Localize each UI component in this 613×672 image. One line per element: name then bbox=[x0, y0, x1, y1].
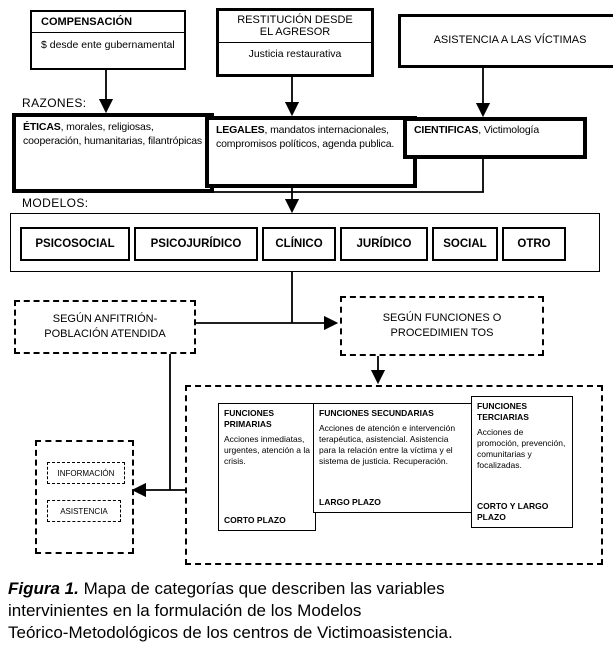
razones-label: RAZONES: bbox=[22, 96, 87, 110]
funciones-terciarias-body: Acciones de promoción, prevención, comun… bbox=[477, 427, 566, 471]
modelos-label: MODELOS: bbox=[22, 196, 89, 210]
servicios-frame bbox=[35, 440, 134, 554]
funciones-primarias-plazo: CORTO PLAZO bbox=[224, 514, 286, 525]
razon-eticas: ÉTICAS, morales, religiosas, cooperación… bbox=[12, 113, 214, 193]
restitucion-title: RESTITUCIÓN DESDE EL AGRESOR bbox=[219, 11, 371, 43]
model-clinico: CLÍNICO bbox=[262, 227, 336, 261]
funciones-secundarias-body: Acciones de atención e intervención tera… bbox=[319, 423, 456, 467]
branch-anfitrion-poblacion: SEGÚN ANFITRIÓN- POBLACIÓN ATENDIDA bbox=[14, 300, 196, 354]
asistencia-victimas-title: ASISTENCIA A LAS VÍCTIMAS bbox=[433, 34, 587, 47]
razon-eticas-text: , morales, religiosas, cooperación, huma… bbox=[23, 121, 203, 147]
funciones-secundarias-box: FUNCIONES SECUNDARIAS Acciones de atenci… bbox=[313, 403, 473, 513]
box-compensacion: COMPENSACIÓN $ desde ente gubernamental bbox=[30, 10, 186, 70]
model-social: SOCIAL bbox=[432, 227, 498, 261]
figure-caption: Figura 1. Mapa de categorías que describ… bbox=[8, 578, 606, 643]
compensacion-subtitle: $ desde ente gubernamental bbox=[41, 39, 175, 51]
funciones-secundarias-title: FUNCIONES SECUNDARIAS bbox=[319, 408, 434, 418]
razon-legales: LEGALES, mandatos internacionales, compr… bbox=[205, 116, 417, 188]
model-juridico: JURÍDICO bbox=[340, 227, 428, 261]
model-psicojuridico: PSICOJURÍDICO bbox=[134, 227, 258, 261]
funciones-terciarias-plazo: CORTO Y LARGO PLAZO bbox=[477, 500, 549, 522]
razon-cientificas-text: , Victimología bbox=[478, 124, 540, 136]
figure-caption-label: Figura 1. bbox=[8, 579, 79, 598]
box-restitucion: RESTITUCIÓN DESDE EL AGRESOR Justicia re… bbox=[216, 8, 374, 77]
funciones-primarias-title: FUNCIONES PRIMARIAS bbox=[224, 408, 275, 430]
funciones-primarias-box: FUNCIONES PRIMARIAS Acciones inmediatas,… bbox=[218, 403, 316, 531]
razon-cientificas: CIENTIFICAS, Victimología bbox=[403, 117, 587, 159]
restitucion-subtitle: Justicia restaurativa bbox=[248, 48, 342, 60]
branch-funciones-label: SEGÚN FUNCIONES O PROCEDIMIEN TOS bbox=[382, 312, 502, 339]
funciones-terciarias-title: FUNCIONES TERCIARIAS bbox=[477, 401, 529, 423]
figure-caption-line3: Teórico-Metodológicos de los centros de … bbox=[8, 622, 453, 642]
funciones-detail-frame bbox=[185, 385, 603, 565]
funciones-terciarias-box: FUNCIONES TERCIARIAS Acciones de promoci… bbox=[471, 396, 573, 528]
model-psicosocial: PSICOSOCIAL bbox=[20, 227, 130, 261]
figure-caption-line1: Mapa de categorías que describen las var… bbox=[78, 579, 445, 598]
funciones-primarias-body: Acciones inmediatas, urgentes, atención … bbox=[224, 434, 311, 467]
figure-caption-line2: intervinientes en la formulación de los … bbox=[8, 600, 362, 620]
razon-legales-keyword: LEGALES bbox=[216, 124, 265, 136]
funciones-secundarias-plazo: LARGO PLAZO bbox=[319, 496, 381, 507]
servicio-informacion: INFORMACIÓN bbox=[47, 462, 125, 484]
branch-funciones-procedimientos: SEGÚN FUNCIONES O PROCEDIMIEN TOS bbox=[340, 296, 544, 356]
razon-legales-text: , mandatos internacionales, compromisos … bbox=[216, 124, 395, 150]
box-asistencia-victimas: ASISTENCIA A LAS VÍCTIMAS bbox=[398, 14, 613, 68]
razon-eticas-keyword: ÉTICAS bbox=[23, 121, 61, 133]
branch-anfitrion-label: SEGÚN ANFITRIÓN- POBLACIÓN ATENDIDA bbox=[44, 313, 166, 340]
razon-cientificas-keyword: CIENTIFICAS bbox=[414, 124, 479, 136]
model-otro: OTRO bbox=[502, 227, 566, 261]
servicio-asistencia: ASISTENCIA bbox=[47, 500, 121, 522]
compensacion-title: COMPENSACIÓN bbox=[32, 12, 184, 33]
